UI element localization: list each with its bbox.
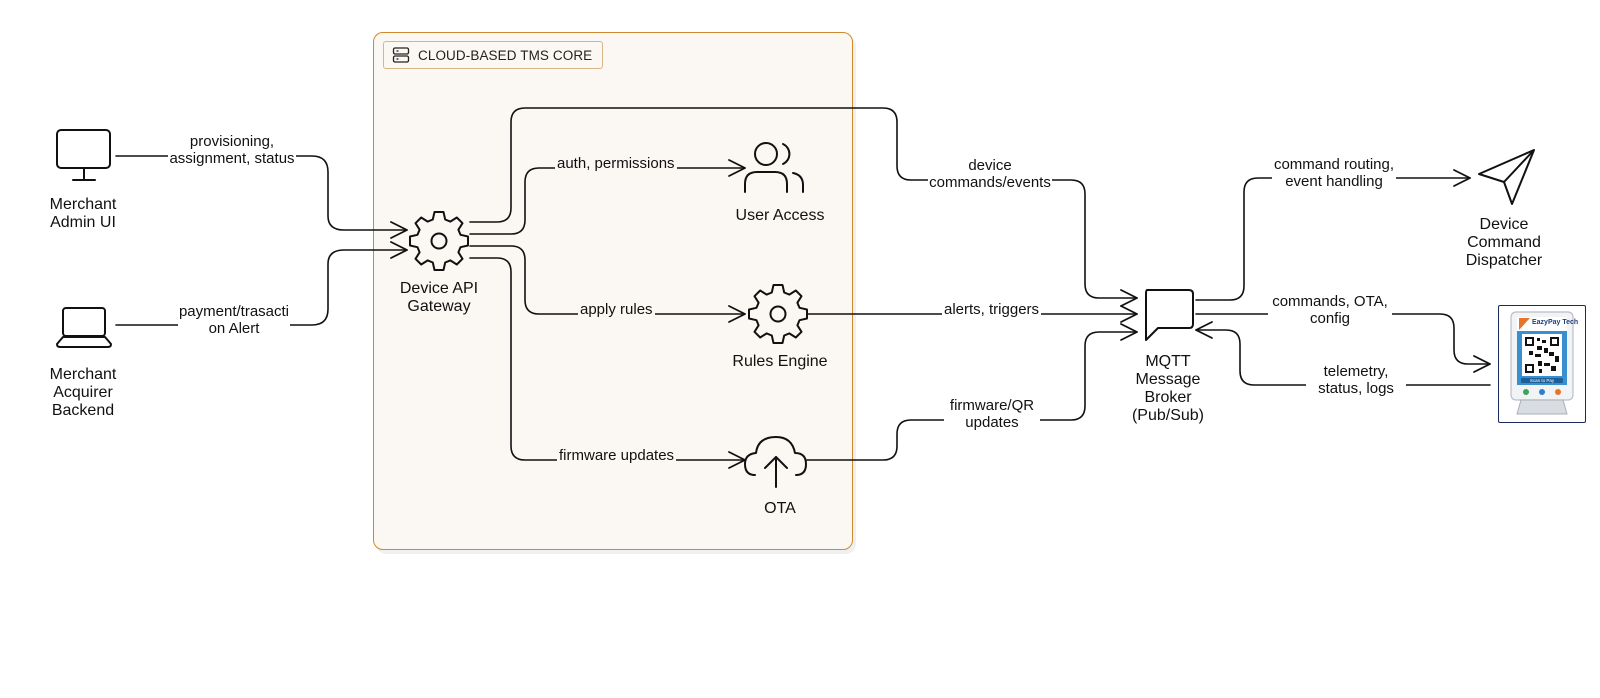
edge-label-telemetry: telemetry, status, logs: [1306, 363, 1406, 397]
cloud-upload-icon: [744, 436, 807, 488]
device-command-dispatcher-label: Device Command Dispatcher: [1465, 216, 1543, 269]
laptop-icon: [56, 307, 112, 348]
edge-gateway-to-ota: [469, 257, 746, 469]
merchant-acquirer-backend-label: Merchant Acquirer Backend: [49, 366, 117, 419]
mqtt-broker-label: MQTT Message Broker (Pub/Sub): [1131, 353, 1205, 424]
edge-label-admin-to-gateway: provisioning, assignment, status: [168, 133, 296, 167]
edge-broker-to-terminal: [1195, 313, 1491, 373]
merchant-admin-ui-label: Merchant Admin UI: [49, 196, 117, 231]
edge-broker-to-dispatcher: [1195, 169, 1471, 301]
tms-core-group-title: CLOUD-BASED TMS CORE: [383, 41, 604, 69]
edge-gateway-to-rules: [469, 245, 746, 323]
edge-gateway-to-broker: [469, 107, 1138, 307]
edge-backend-to-gateway: [115, 241, 408, 326]
users-icon: [744, 142, 804, 193]
gear-icon: [409, 211, 469, 271]
edge-label-apply-rules: apply rules: [578, 301, 655, 319]
edge-gateway-to-user-access: [469, 159, 746, 235]
edge-label-command-routing: command routing, event handling: [1272, 156, 1396, 190]
paper-plane-icon: [1478, 149, 1535, 205]
gear-icon: [748, 284, 808, 344]
rules-engine-label: Rules Engine: [732, 353, 828, 370]
edge-label-firmware-updates: firmware updates: [557, 447, 677, 465]
edge-label-device-commands: device commands/events: [928, 157, 1052, 191]
server-stack-icon: [392, 47, 410, 63]
edge-admin-to-gateway: [115, 155, 408, 239]
desktop-monitor-icon: [56, 129, 111, 181]
tms-core-title-text: CLOUD-BASED TMS CORE: [418, 47, 593, 63]
edge-ota-to-broker: [806, 323, 1138, 461]
terminal-brand-text: EazyPay Tech: [1532, 319, 1579, 326]
edge-label-commands-ota-config: commands, OTA, config: [1268, 293, 1392, 327]
user-access-label: User Access: [735, 207, 825, 224]
qr-payment-terminal-icon: [1510, 311, 1574, 415]
edge-label-alerts-triggers: alerts, triggers: [942, 301, 1042, 319]
chat-bubble-icon: [1145, 289, 1194, 341]
edge-label-auth-permissions: auth, permissions: [555, 155, 677, 173]
edge-label-backend-to-gateway: payment/trasaction Alert: [178, 303, 290, 337]
terminal-caption-text: Scan to Pay: [1529, 378, 1555, 383]
edge-label-firmware-qr: firmware/QR updates: [944, 397, 1040, 431]
payment-terminal[interactable]: EazyPay Tech Scan to Pay: [1498, 305, 1586, 423]
device-api-gateway-label: Device API Gateway: [399, 280, 479, 315]
ota-label: OTA: [764, 500, 796, 517]
edge-terminal-to-broker: [1195, 321, 1491, 386]
